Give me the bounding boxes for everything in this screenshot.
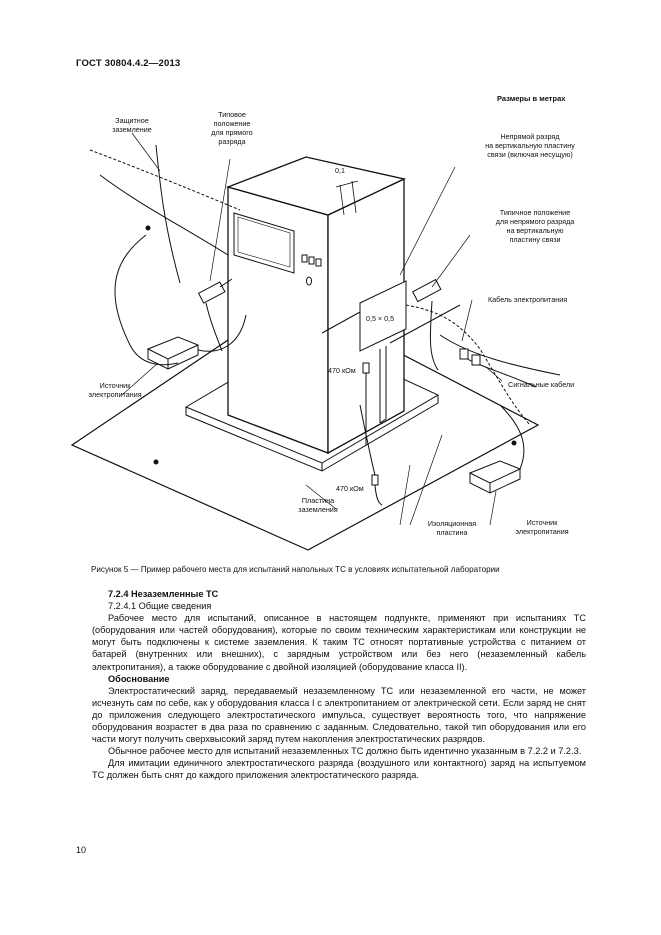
paragraph: Рабочее место для испытаний, описанное в… — [92, 613, 586, 672]
svg-text:для непрямого разряда: для непрямого разряда — [496, 217, 575, 226]
label-protective-ground: Защитное — [115, 116, 149, 125]
label-signal-cables: Сигнальные кабели — [508, 380, 574, 389]
svg-text:положение: положение — [214, 119, 251, 128]
label-indirect-discharge: Непрямой разряд — [500, 132, 560, 141]
power-source-right — [468, 460, 522, 494]
label-plate-size: 0,5 × 0,5 — [366, 314, 394, 323]
label-power-source-left: Источник — [100, 381, 132, 390]
label-direct-discharge: Типовое — [218, 110, 246, 119]
ground-plate-shape — [70, 296, 540, 551]
label-resistor-1: 470 кОм — [328, 366, 356, 375]
body-text: 7.2.4 Незаземленные ТС 7.2.4.1 Общие све… — [92, 588, 586, 782]
svg-text:пластина: пластина — [437, 528, 468, 537]
label-ground-plate: Пластина — [302, 496, 334, 505]
label-dimension: 0,1 — [335, 166, 345, 175]
rationale-title: Обоснование — [108, 673, 170, 684]
label-insulation-plate: Изоляционная — [428, 519, 476, 528]
figure-caption: Рисунок 5 — Пример рабочего места для ис… — [91, 565, 500, 574]
esd-gun-left — [197, 278, 233, 352]
svg-text:связи (включая несущую): связи (включая несущую) — [487, 150, 573, 159]
svg-text:на вертикальную пластину: на вертикальную пластину — [485, 141, 575, 150]
eut-cabinet-front — [227, 186, 329, 454]
label-power-source-right: Источник — [527, 518, 559, 527]
vertical-coupling-plate — [359, 280, 407, 352]
svg-text:для прямого: для прямого — [211, 128, 252, 137]
svg-text:электропитания: электропитания — [515, 527, 568, 536]
svg-text:заземление: заземление — [112, 125, 152, 134]
svg-text:разряда: разряда — [218, 137, 245, 146]
paragraph: Для имитации единичного электростатическ… — [92, 758, 586, 781]
document-header: ГОСТ 30804.4.2—2013 — [76, 58, 181, 69]
units-note: Размеры в метрах — [497, 94, 566, 103]
power-source-left — [146, 336, 200, 370]
svg-text:на вертикальную: на вертикальную — [506, 226, 564, 235]
test-setup-figure: Защитное заземление Типовое положение дл… — [70, 110, 575, 551]
label-power-cable: Кабель электропитания — [488, 295, 567, 304]
esd-gun-right — [412, 278, 442, 371]
paragraph: Обычное рабочее место для испытаний неза… — [108, 746, 582, 757]
eut-cabinet-top — [225, 156, 406, 216]
label-resistor-2: 470 кОм — [336, 484, 364, 493]
svg-text:электропитания: электропитания — [88, 390, 141, 399]
paragraph: Электростатический заряд, передаваемый н… — [92, 685, 586, 745]
page-number: 10 — [76, 845, 87, 855]
label-typical-indirect: Типичное положение — [500, 208, 570, 217]
eut-display — [233, 212, 295, 274]
svg-text:заземления: заземления — [298, 505, 338, 514]
subsection-title: 7.2.4.1 Общие сведения — [108, 601, 212, 612]
svg-text:пластину связи: пластину связи — [509, 235, 560, 244]
section-title: 7.2.4 Незаземленные ТС — [108, 589, 219, 599]
